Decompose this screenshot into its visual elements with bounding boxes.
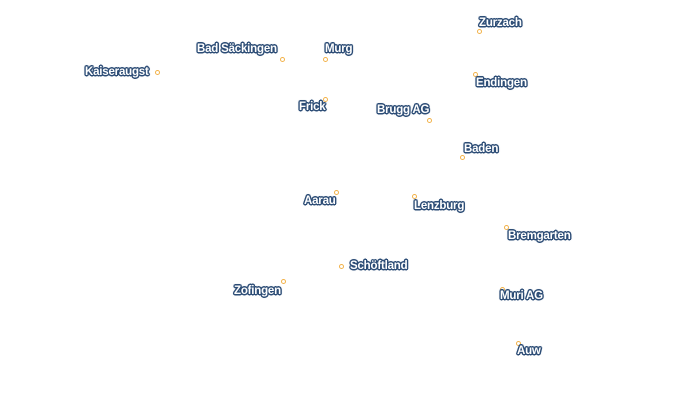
place-label-bremgarten: Bremgarten <box>508 230 571 242</box>
place-label-lenzburg: Lenzburg <box>414 200 465 212</box>
place-marker-schoeftland[interactable] <box>339 264 344 269</box>
place-label-auw: Auw <box>517 345 541 357</box>
place-marker-endingen[interactable] <box>473 72 478 77</box>
place-label-baden: Baden <box>464 143 499 155</box>
place-label-schoeftland: Schöftland <box>350 260 408 272</box>
place-marker-frick[interactable] <box>323 97 328 102</box>
place-label-endingen: Endingen <box>476 77 527 89</box>
place-label-aarau: Aarau <box>304 195 336 207</box>
place-label-zofingen: Zofingen <box>234 285 281 297</box>
place-label-murg: Murg <box>325 43 353 55</box>
place-label-zurzach: Zurzach <box>479 17 522 29</box>
place-label-kaiseraugst: Kaiseraugst <box>85 66 149 78</box>
place-marker-kaiseraugst[interactable] <box>155 70 160 75</box>
place-marker-muri[interactable] <box>500 287 505 292</box>
place-marker-murg[interactable] <box>323 57 328 62</box>
place-label-muri: Muri AG <box>500 290 543 302</box>
place-marker-bremgarten[interactable] <box>504 225 509 230</box>
place-marker-bad-saeckingen[interactable] <box>280 57 285 62</box>
place-marker-brugg[interactable] <box>427 118 432 123</box>
place-marker-aarau[interactable] <box>334 190 339 195</box>
place-label-brugg: Brugg AG <box>377 104 430 116</box>
place-marker-auw[interactable] <box>516 341 521 346</box>
place-label-frick: Frick <box>299 101 326 113</box>
place-marker-baden[interactable] <box>460 155 465 160</box>
place-marker-zofingen[interactable] <box>281 279 286 284</box>
place-label-bad-saeckingen: Bad Säckingen <box>197 43 277 55</box>
place-marker-zurzach[interactable] <box>477 29 482 34</box>
place-marker-lenzburg[interactable] <box>412 194 417 199</box>
